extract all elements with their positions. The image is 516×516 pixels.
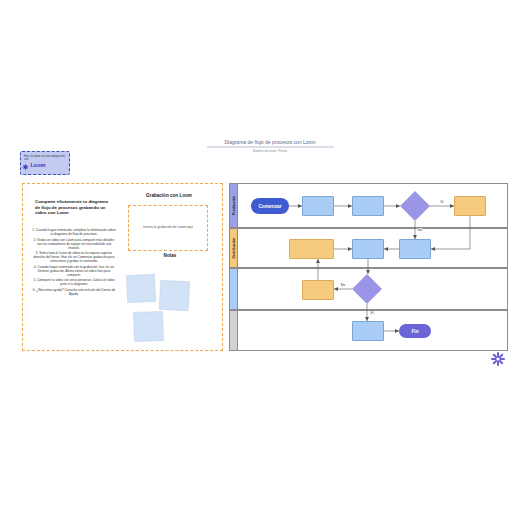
free-label: Notas xyxy=(145,253,195,259)
process-box xyxy=(289,239,334,259)
placeholder-text: Inserta la grabación de Loom aquí xyxy=(129,225,207,229)
gear-ray xyxy=(494,355,502,363)
instruction-step: 6. ¿Necesitas ayuda? Consulta este artíc… xyxy=(32,288,116,296)
free-label: Nombre del autor | Fecha xyxy=(190,149,350,153)
swimlane: Distribución xyxy=(229,228,508,268)
lane-header: Producción xyxy=(230,184,238,227)
connector xyxy=(368,259,369,274)
terminal-text: Comenzar xyxy=(251,198,289,214)
gear-ray xyxy=(492,358,504,360)
connector xyxy=(431,216,470,249)
diamond-outline xyxy=(400,191,430,221)
swimlane: Producción Comenzar xyxy=(229,183,508,228)
gear-hole xyxy=(496,357,499,360)
sticky-notes xyxy=(126,274,189,341)
connector xyxy=(334,289,352,290)
connector xyxy=(318,259,319,280)
process-box xyxy=(399,239,431,259)
loom-callout: Haz clic para ver una integración conLoo… xyxy=(20,151,70,175)
sticky-note xyxy=(126,274,155,302)
process-box xyxy=(302,280,334,300)
edge-label: Sí xyxy=(440,200,444,204)
edge-label: No xyxy=(417,228,422,232)
edge-label: No xyxy=(340,283,345,287)
terminal-text: Fin xyxy=(399,324,431,338)
instruction-step: 2. Graba un video con Loom para comparti… xyxy=(32,238,116,250)
lane-header xyxy=(230,311,238,350)
sticky-note xyxy=(134,311,164,341)
diamond-shape xyxy=(353,275,382,304)
swimlane xyxy=(229,268,508,310)
connector xyxy=(430,206,454,207)
connector xyxy=(289,206,302,207)
terminal-pill: Fin xyxy=(399,324,431,338)
edge-label: Sí xyxy=(370,311,374,315)
lane-label: Producción xyxy=(232,196,236,215)
process-box xyxy=(352,321,384,341)
swimlane: Fin xyxy=(229,310,508,351)
title-underline xyxy=(207,147,334,148)
instruction-step: 4. Cuando hayas terminado con la grabaci… xyxy=(32,265,116,277)
process-box xyxy=(352,196,384,216)
panel-heading: Comparte eficazmente tu diagrama de fluj… xyxy=(35,199,109,216)
terminal-pill: Comenzar xyxy=(251,198,289,214)
instruction-panel: Comparte eficazmente tu diagrama de fluj… xyxy=(22,183,223,351)
connector xyxy=(384,331,399,332)
diagram-title: Diagrama de flujo de procesos con Loom xyxy=(170,139,370,145)
loom-logo-text: Loom xyxy=(31,162,46,169)
connector xyxy=(334,249,352,250)
lane-label: Distribución xyxy=(232,238,236,258)
recording-placeholder: Grabación con LoomInserta la grabación d… xyxy=(128,205,208,251)
decision-diamond xyxy=(400,191,430,221)
lane-header: Distribución xyxy=(230,229,238,267)
instruction-list: 1. Cuando hayas terminado, completa la i… xyxy=(32,228,116,298)
lane-header xyxy=(230,269,238,309)
connector xyxy=(334,206,352,207)
process-box xyxy=(454,196,486,216)
connector xyxy=(367,304,368,321)
diamond-shape xyxy=(401,192,430,221)
instruction-step: 3. Selecciona el ícono de video en la es… xyxy=(32,251,116,263)
process-box xyxy=(352,239,384,259)
gear-ray xyxy=(497,353,499,365)
connector xyxy=(384,206,400,207)
instruction-step: 5. Comparte tu video con otras personas.… xyxy=(32,278,116,286)
connector xyxy=(384,249,399,250)
decision-diamond xyxy=(352,274,382,304)
instruction-step: 1. Cuando hayas terminado, completa la i… xyxy=(32,228,116,236)
callout-text: Haz clic para ver una integración con xyxy=(24,155,68,162)
gear-icon xyxy=(492,353,504,365)
section-heading: Grabación con Loom xyxy=(119,193,219,199)
gear-ray xyxy=(494,355,502,363)
connector xyxy=(415,221,416,239)
diamond-outline xyxy=(352,274,382,304)
process-box xyxy=(302,196,334,216)
sticky-note xyxy=(159,280,189,310)
